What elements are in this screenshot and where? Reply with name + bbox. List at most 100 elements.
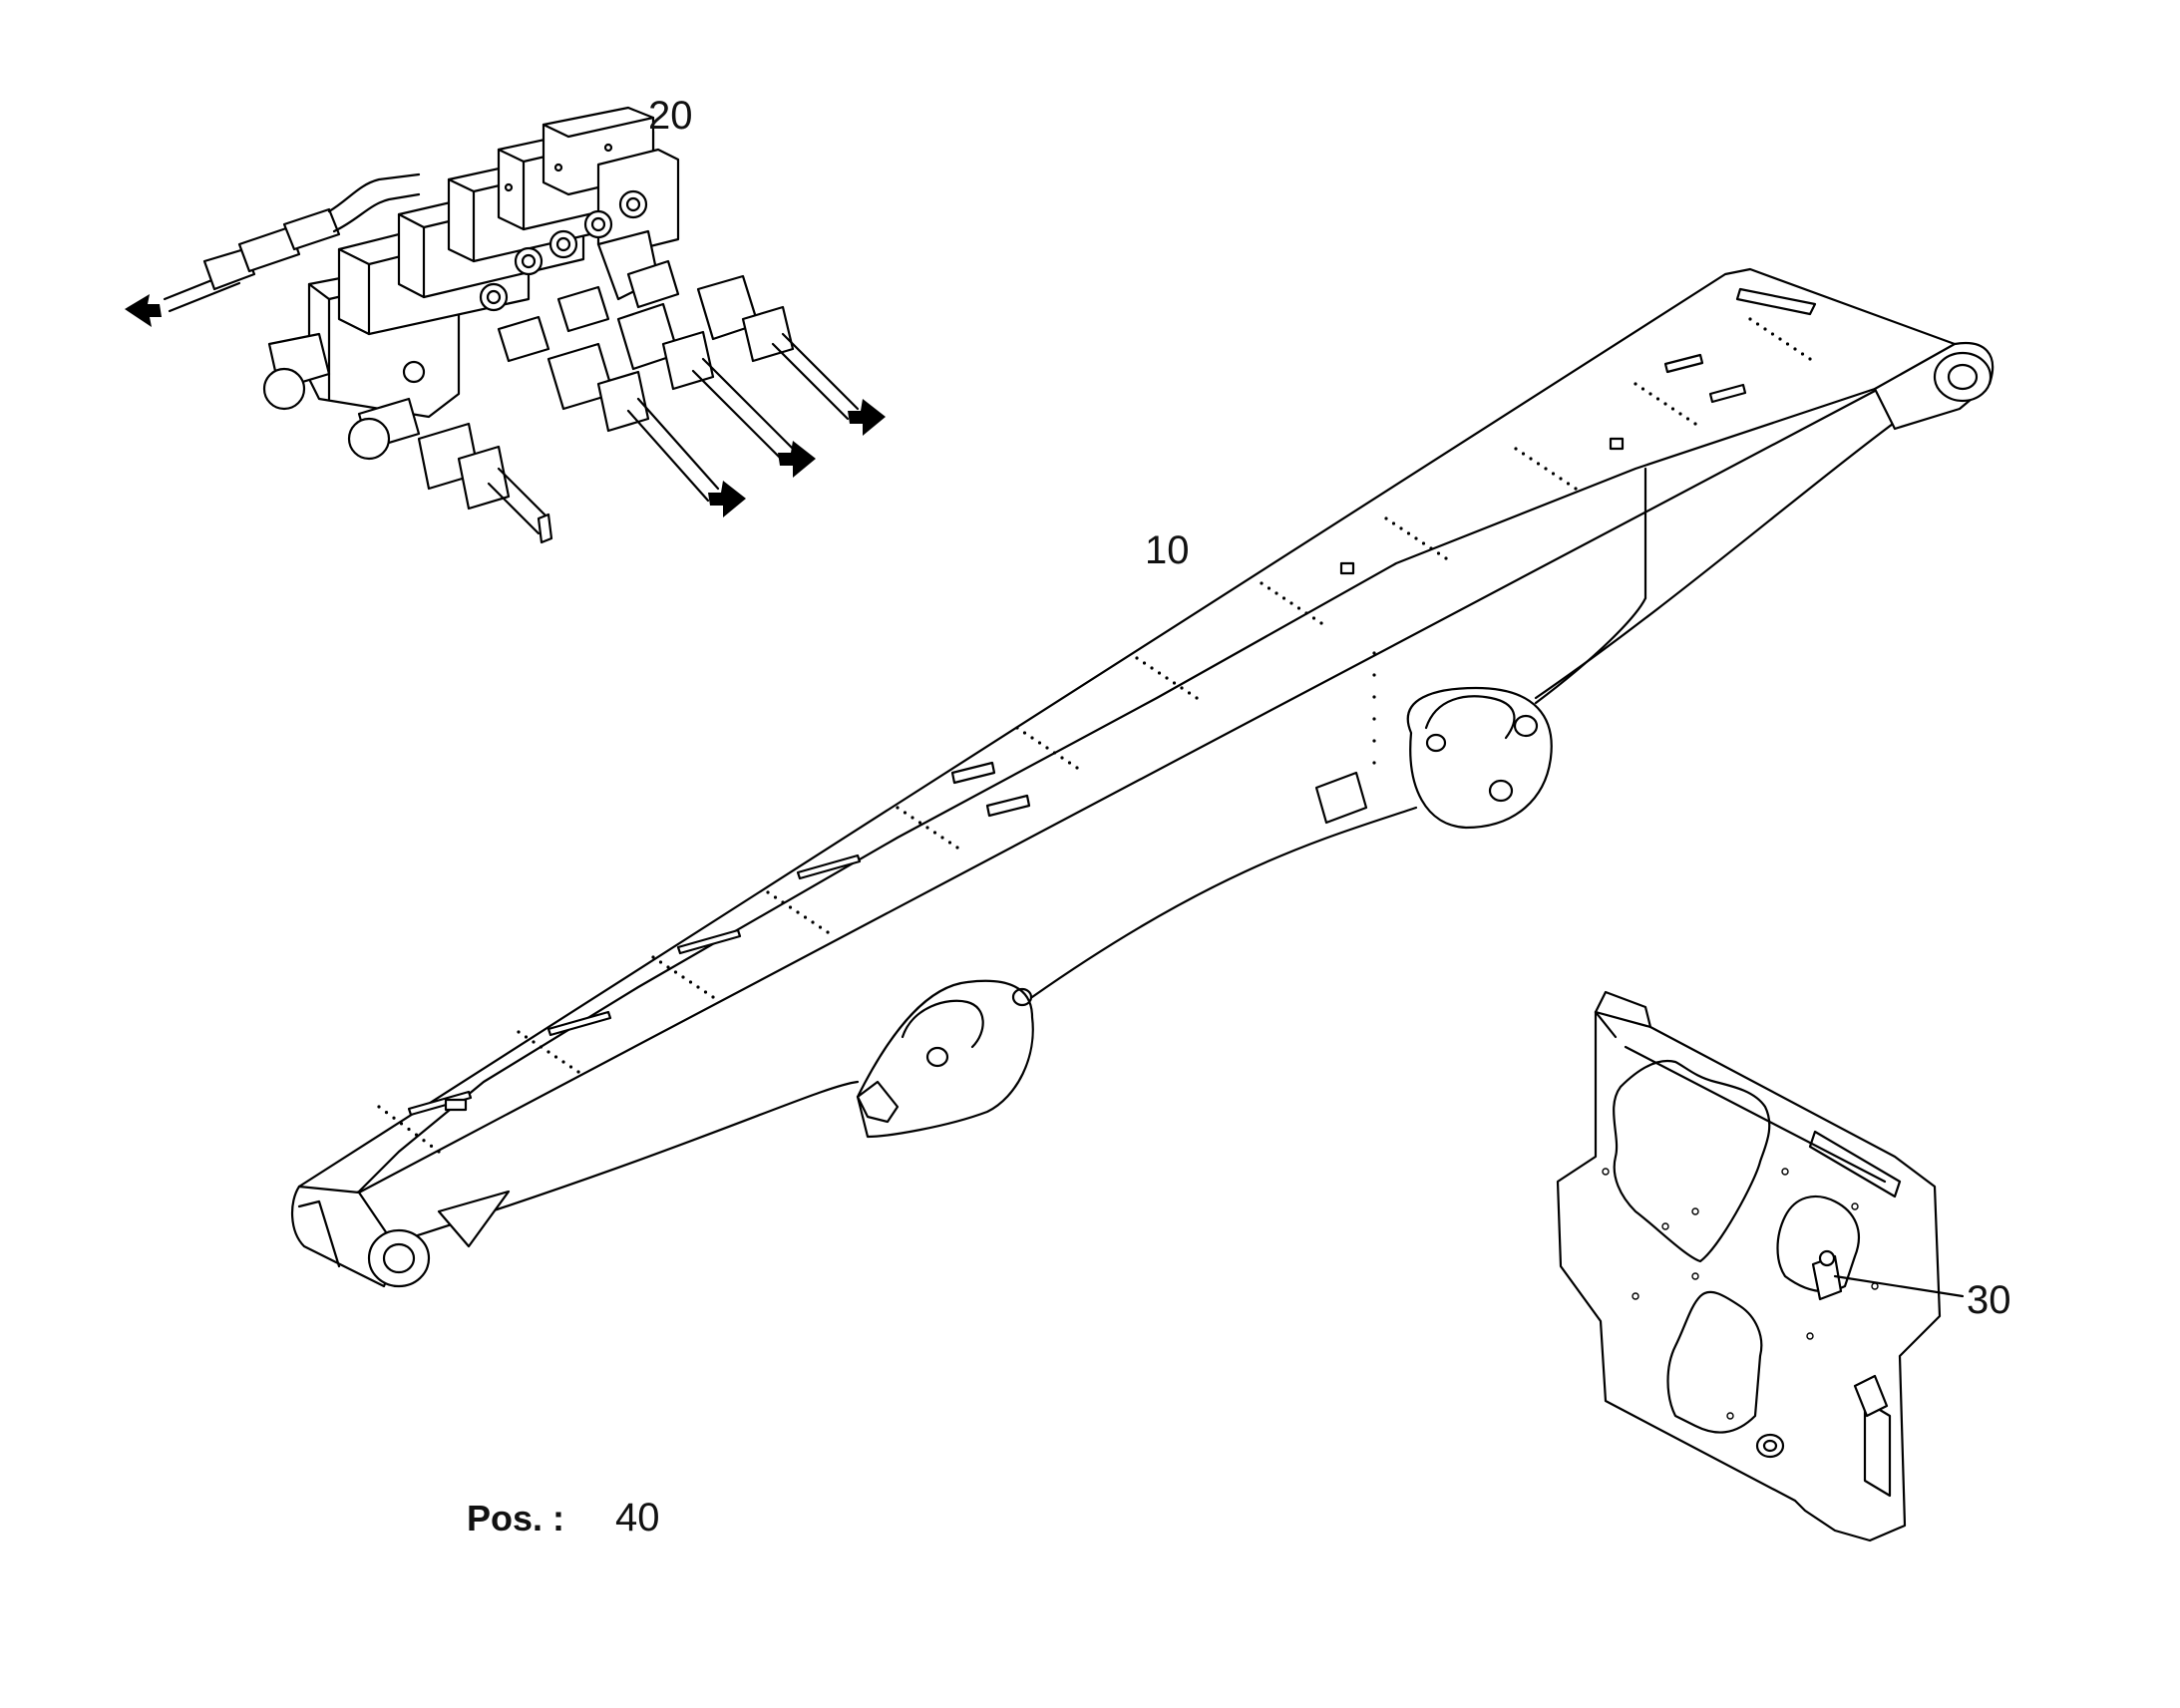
hole-dot (1678, 412, 1682, 416)
hole-dot (1763, 327, 1767, 331)
hole-dot (1187, 691, 1192, 695)
plate-hole (1871, 1282, 1879, 1290)
hole-dot (910, 816, 914, 820)
hole-dot (1640, 387, 1645, 391)
plate-hole (1851, 1202, 1859, 1210)
hole-dot (1022, 731, 1027, 735)
hole-dot (1655, 397, 1660, 401)
boom-top-flange (297, 267, 1962, 1216)
cylinder-bracket-lower (856, 979, 1034, 1139)
plate-hole (1661, 1222, 1669, 1230)
mounting-plate (1556, 1010, 1942, 1542)
hole-dot (803, 915, 808, 919)
hole-dot (1311, 616, 1316, 620)
hole-dot (703, 990, 708, 994)
hole-dot (1142, 661, 1147, 665)
hole-dot (947, 841, 952, 845)
plate-hole (1691, 1272, 1699, 1280)
hole-dot (576, 1070, 580, 1074)
hole-dot (1778, 337, 1782, 341)
hole-dot (903, 811, 908, 815)
hole-dot (561, 1060, 565, 1064)
hole-dot (1648, 392, 1652, 396)
hole-dot (673, 970, 678, 974)
hole-dot (1260, 581, 1264, 585)
hole-dot (896, 806, 900, 810)
hole-dot (917, 821, 922, 825)
hole-dot (1391, 521, 1396, 525)
hole-dot (1030, 736, 1034, 740)
hole-dot (1685, 417, 1690, 421)
callout-10: 10 (1145, 528, 1190, 572)
hole-dot (955, 846, 959, 850)
hole-dot (1372, 695, 1376, 699)
hole-dot (1785, 342, 1790, 346)
hole-dot (796, 910, 800, 914)
hole-dot (1748, 317, 1752, 321)
hole-dot (1274, 591, 1278, 595)
hole-dot (399, 1122, 404, 1126)
hole-dot (1150, 666, 1154, 670)
hole-dot (773, 895, 778, 899)
hole-dot (1267, 586, 1272, 590)
hole-dot (1281, 596, 1286, 600)
callout-20: 20 (648, 94, 693, 138)
mounting-plate-assembly (1556, 990, 1965, 1542)
hole-dot (1414, 536, 1418, 540)
hole-dot (1372, 717, 1376, 721)
hole-dot (1304, 611, 1308, 615)
hose-lines (163, 172, 860, 544)
hole-dot (1529, 457, 1533, 461)
hole-dot (788, 905, 793, 909)
hole-dot (932, 831, 937, 835)
hole-dot (1296, 606, 1301, 610)
position-label: Pos. : (467, 1498, 565, 1538)
hole-pattern (377, 317, 1812, 1154)
hole-dot (1770, 332, 1775, 336)
hole-dot (1755, 322, 1760, 326)
flow-arrows (125, 294, 886, 517)
hole-dot (1384, 516, 1388, 520)
hole-dot (1536, 462, 1541, 466)
hole-dot (1037, 741, 1042, 745)
hole-dot (1135, 656, 1139, 660)
hole-dot (532, 1040, 536, 1044)
hole-dot (1670, 407, 1675, 411)
plate-hole (1602, 1168, 1610, 1176)
hole-dot (1793, 347, 1797, 351)
hole-dot (429, 1144, 434, 1148)
hole-dot (1067, 761, 1072, 765)
hole-dot (1521, 452, 1526, 456)
plate-cutout-upper (1613, 1059, 1771, 1263)
hole-dot (524, 1035, 529, 1039)
hole-dot (1052, 751, 1057, 755)
hole-dot (1372, 761, 1376, 765)
hole-dot (407, 1127, 411, 1132)
hole-dot (539, 1045, 544, 1049)
hole-dot (1559, 477, 1563, 481)
valve-ports (402, 143, 648, 384)
hole-dot (925, 826, 929, 830)
hole-dot (781, 900, 785, 904)
hole-dot (1399, 526, 1403, 530)
callout-leader-30 (1833, 1274, 1965, 1298)
hole-dot (1165, 676, 1169, 680)
hole-dot (1172, 681, 1177, 685)
hole-dot (546, 1050, 550, 1054)
hole-dot (1180, 686, 1184, 690)
hole-dot (1372, 651, 1376, 655)
hole-dot (1693, 422, 1697, 426)
lube-fitting-pads (407, 287, 1817, 1117)
hole-dot (681, 975, 685, 979)
hole-dot (1372, 673, 1376, 677)
hole-dot (818, 925, 823, 929)
hole-dot (1551, 472, 1556, 476)
hole-dot (1015, 726, 1019, 730)
hole-dot (1514, 447, 1518, 451)
hole-dot (696, 985, 700, 989)
hole-dot (384, 1111, 389, 1115)
hole-dot (1075, 766, 1079, 770)
hole-dot (392, 1116, 396, 1120)
position-value: 40 (615, 1496, 660, 1539)
